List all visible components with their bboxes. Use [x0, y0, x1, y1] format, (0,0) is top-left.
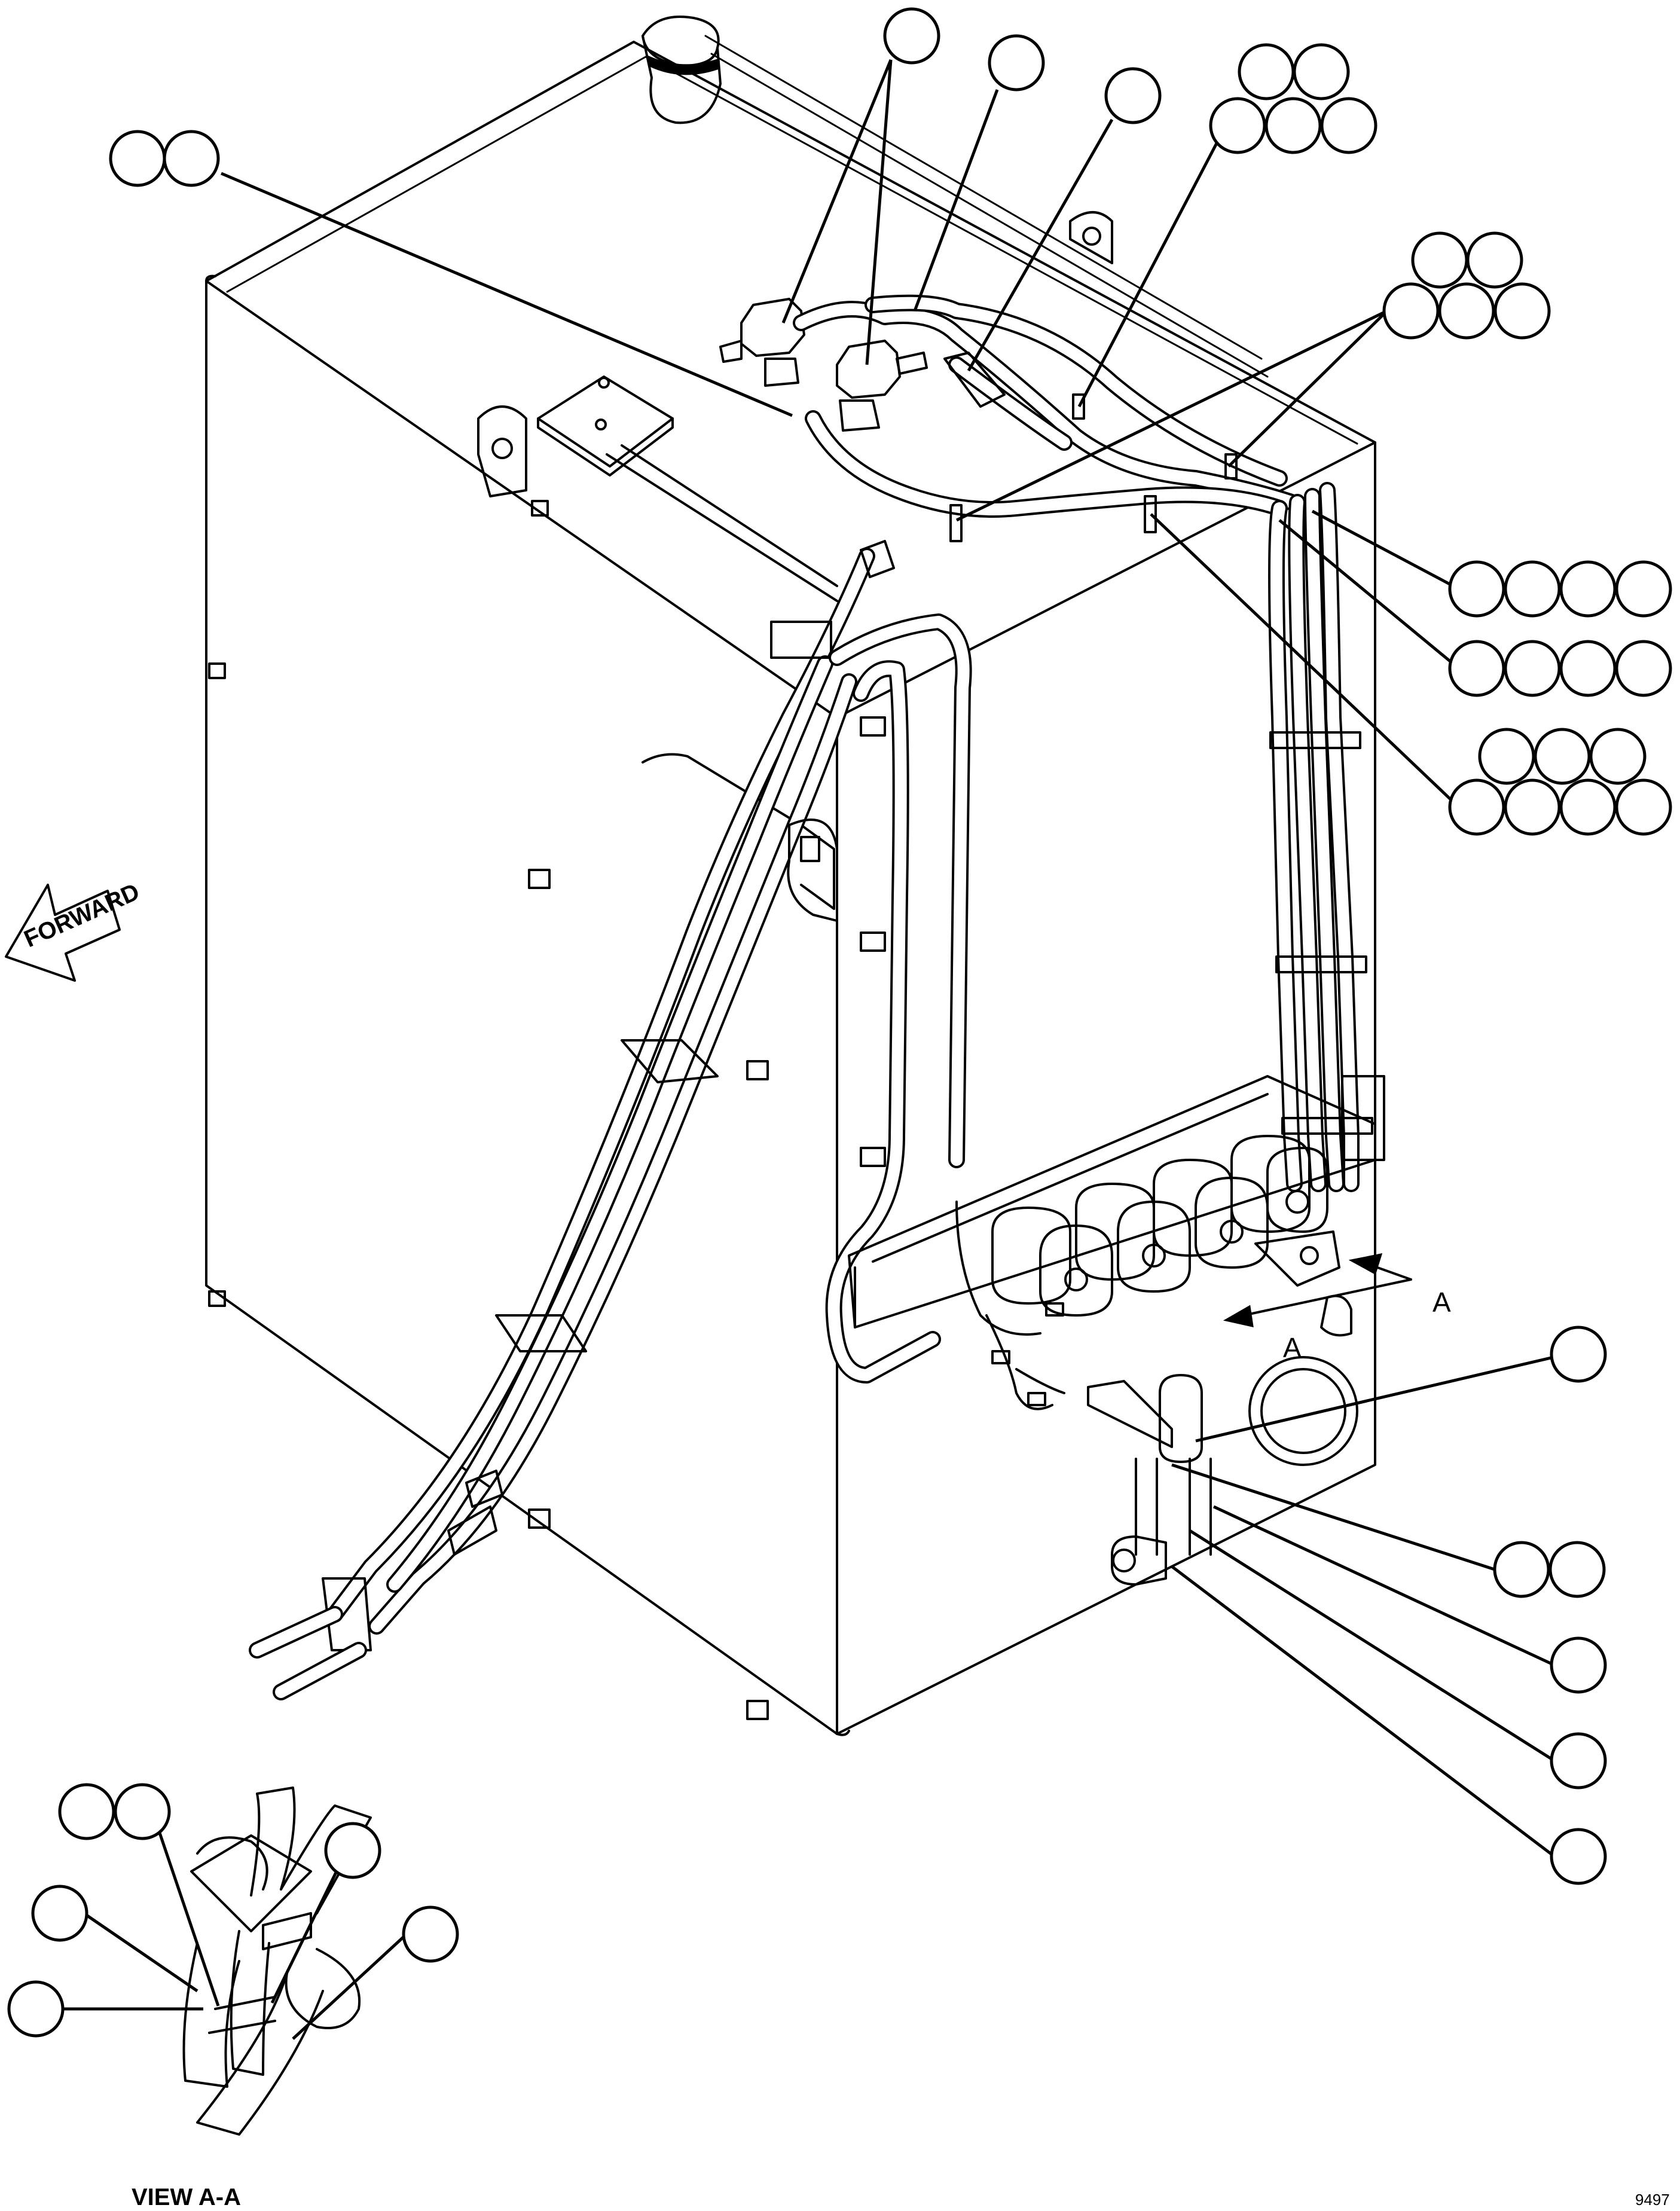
tank-outline	[205, 35, 1376, 1736]
section-letter-a-1: A	[1432, 1287, 1451, 1318]
drawing-number: 9497	[1635, 2191, 1670, 2209]
return-pipe	[825, 613, 972, 1384]
section-arrows	[1223, 1253, 1412, 1327]
view-a-a-detail	[7, 1783, 459, 2136]
filter-bracket	[1248, 1230, 1358, 1466]
section-letter-a-2: A	[1283, 1332, 1302, 1363]
lifting-lug-top	[1069, 211, 1113, 264]
lifting-lug-left	[477, 405, 527, 497]
long-hoses	[326, 540, 895, 1635]
wiring-harness	[955, 1201, 1065, 1410]
callout-balloons	[109, 7, 1672, 1885]
right-vertical-hoses	[1268, 482, 1385, 1192]
bottom-hose-ends	[249, 1606, 367, 1700]
fill-cap	[642, 16, 722, 124]
filter-canisters	[991, 1135, 1328, 1317]
callout-leaders	[221, 59, 1567, 1858]
forward-label: FORWARD	[20, 878, 143, 952]
top-hoses	[793, 294, 1300, 518]
top-valves	[719, 298, 928, 432]
mount-blocks	[208, 500, 769, 1720]
view-a-a-label: VIEW A-A	[132, 2184, 241, 2210]
filter-manifold	[848, 1075, 1376, 1329]
forward-arrow-icon	[5, 884, 121, 982]
top-clamps	[949, 393, 1238, 542]
accumulator	[1087, 1374, 1212, 1586]
top-cover-plate	[537, 375, 674, 477]
